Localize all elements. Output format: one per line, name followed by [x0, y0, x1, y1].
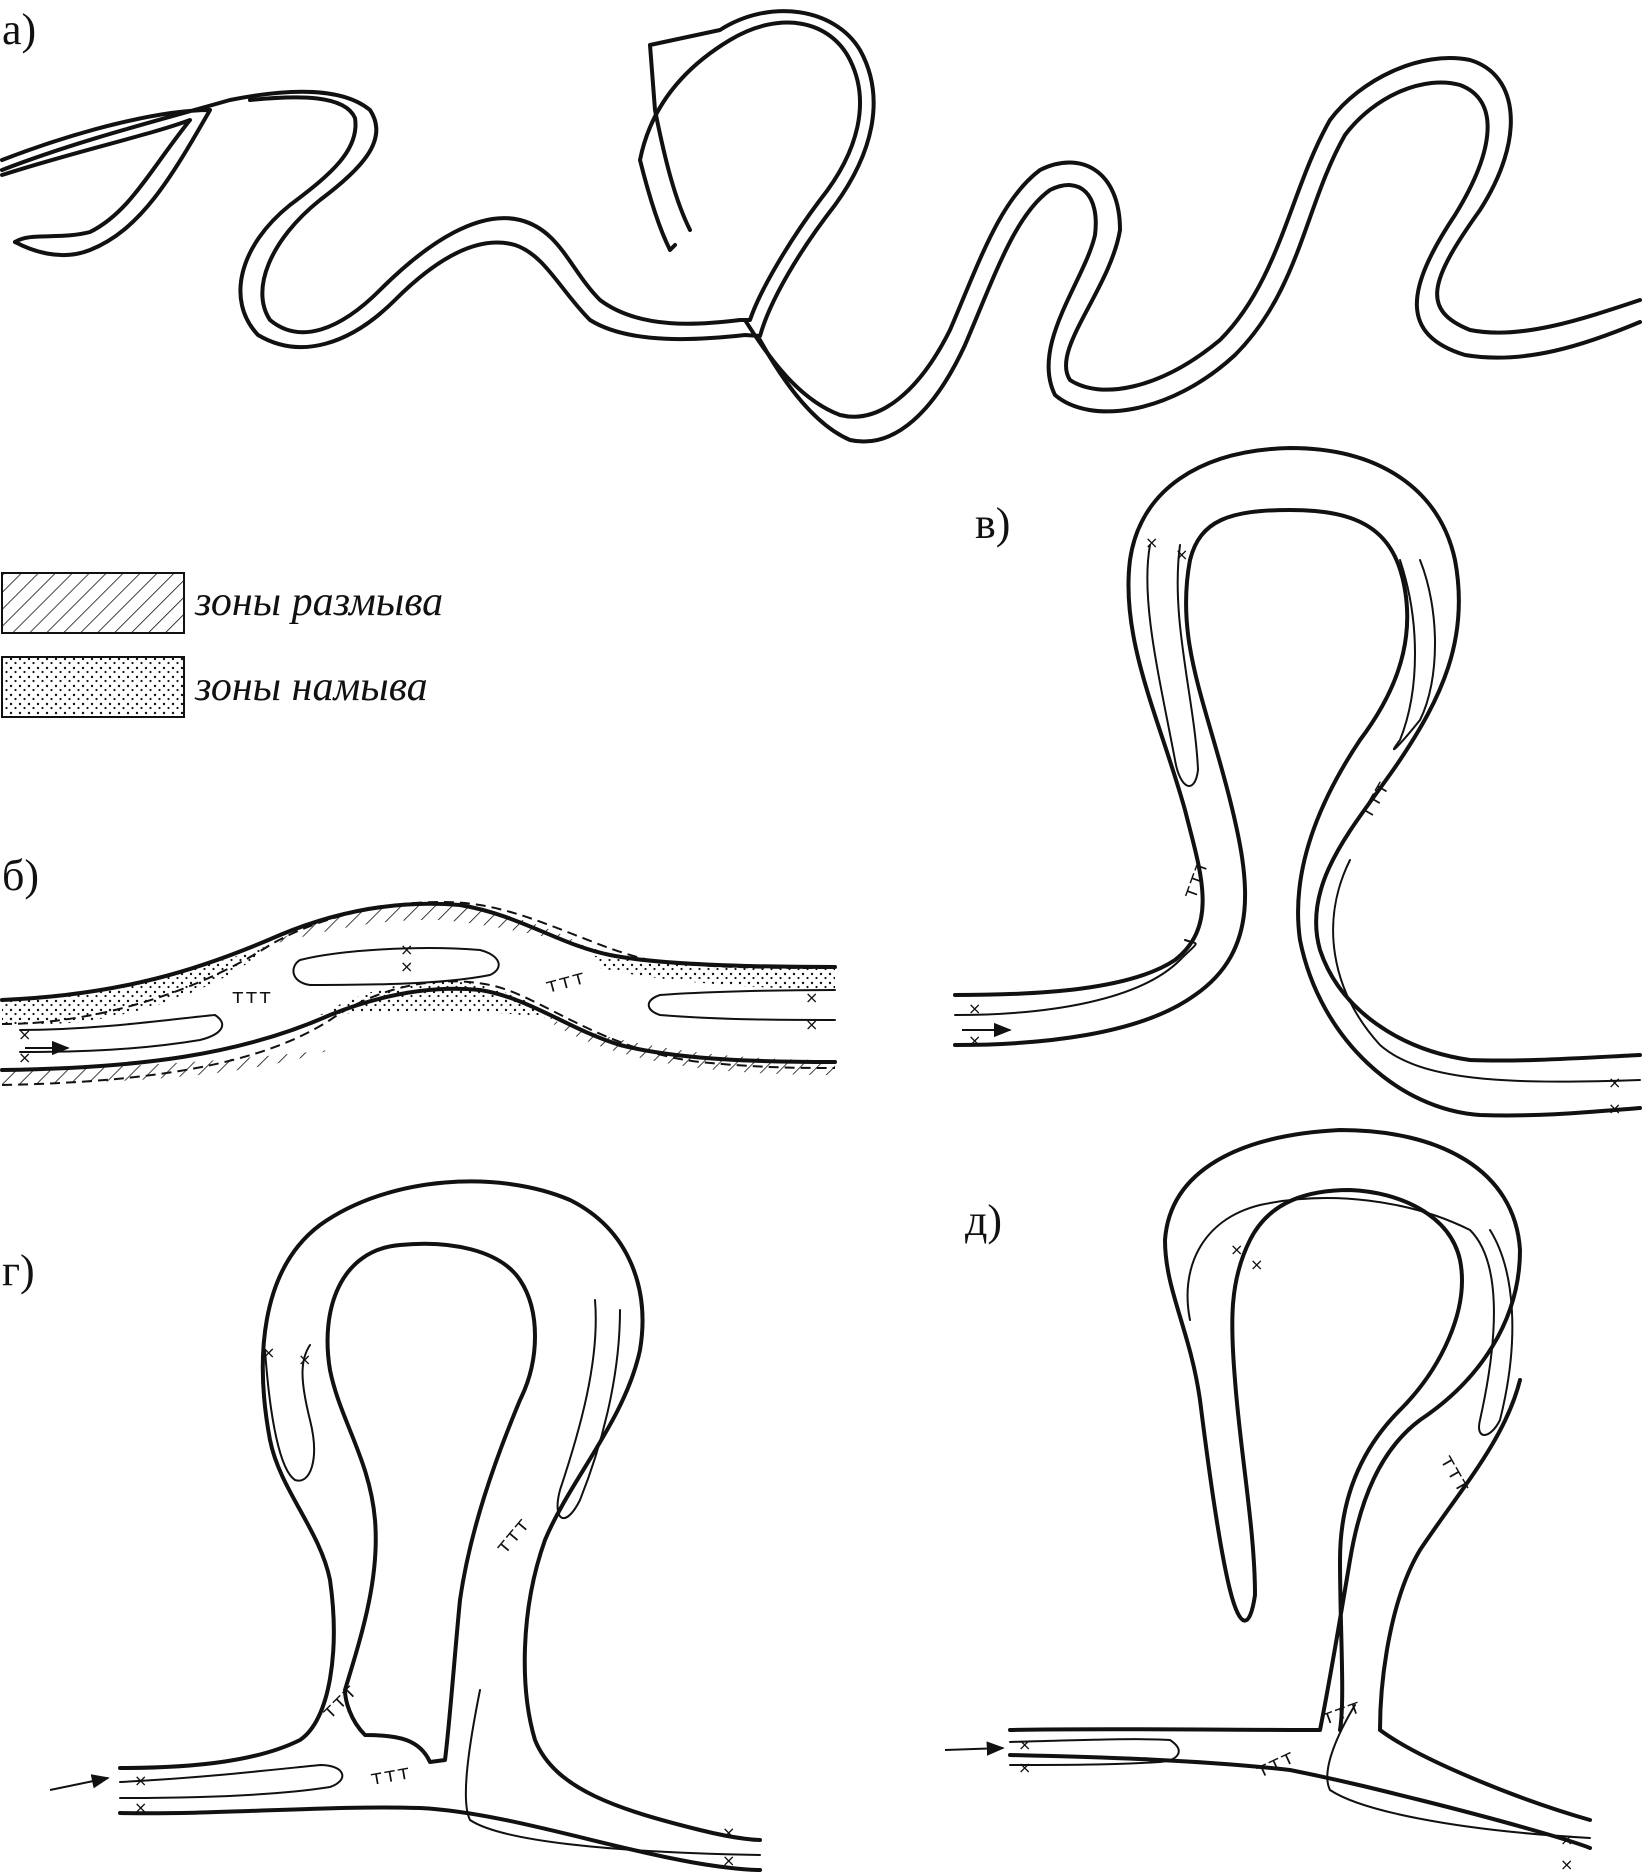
- bank-outer-v: [953, 446, 1642, 1063]
- river-a-bank-outer: [0, 20, 862, 335]
- pool-marker: ×: [1608, 1073, 1621, 1092]
- meander-diagram-d: × × × × × × ттт ттт ттт: [944, 1128, 1592, 1874]
- deposition-zone-middle: [320, 981, 560, 1020]
- bar-lower-right-d: [1326, 1704, 1591, 1839]
- pool-marker: ×: [968, 999, 981, 1018]
- pool-marker: ×: [1145, 533, 1158, 552]
- riffle-marker: ттт: [543, 964, 589, 998]
- pool-marker: ×: [18, 1025, 31, 1044]
- bar-left-g: [264, 1344, 316, 1482]
- legend-label-erosion: зоны размыва: [194, 579, 443, 625]
- pool-marker: ×: [134, 1798, 147, 1817]
- flow-arrow-d: [944, 1741, 1005, 1756]
- pool-marker: ×: [1018, 1735, 1031, 1754]
- deposition-zone-right: [590, 955, 835, 990]
- river-a-bank-inner: [0, 9, 876, 350]
- meander-river-a: [0, 9, 1642, 444]
- pool-marker: ×: [722, 1851, 735, 1870]
- bank-neck-g: [325, 1241, 537, 1764]
- erosion-zone-lower: [2, 1015, 835, 1085]
- pool-marker: ×: [722, 1823, 735, 1842]
- pool-marker: ×: [1560, 1830, 1573, 1849]
- bank-inner-d: [1008, 1753, 1592, 1850]
- bank-outer-d: [1008, 1128, 1522, 1732]
- meander-diagram-g: × × × × × × ттт ттт ттт: [49, 1179, 762, 1872]
- pool-marker: ×: [1560, 1855, 1573, 1874]
- pool-marker: ×: [262, 1343, 275, 1362]
- bank-upper-b: [0, 901, 837, 1002]
- bar-lower-right-v: [1332, 859, 1641, 1083]
- bar-left-v: [1146, 544, 1199, 787]
- riffle-marker: ттт: [1252, 1743, 1299, 1782]
- pool-marker: ×: [805, 1015, 818, 1034]
- legend-swatch-deposition: [1, 656, 185, 718]
- riffle-marker: ттт: [369, 1759, 413, 1790]
- bar-lower-left-g: [119, 1764, 344, 1799]
- riffle-marker: ттт: [1177, 855, 1214, 902]
- legend-label-deposition: зоны намыва: [194, 664, 428, 710]
- river-a-east-outer: [743, 56, 1642, 419]
- bar-lower-left-v: [954, 939, 1197, 1016]
- bar-top-d: [1186, 1197, 1514, 1436]
- panel-label-b: б): [2, 851, 39, 900]
- bar-lower-left-d: [1009, 1738, 1180, 1766]
- pool-marker: ×: [1608, 1099, 1621, 1118]
- pool-marker: ×: [400, 957, 413, 976]
- riffle-marker: ттт: [490, 1511, 535, 1558]
- riffle-marker: ттт: [317, 1678, 363, 1724]
- bar-middle-b: [292, 947, 500, 986]
- pool-marker: ×: [18, 1048, 31, 1067]
- pool-marker: ×: [1175, 545, 1188, 564]
- panel-label-a: а): [2, 5, 36, 54]
- pool-marker: ×: [1230, 1240, 1243, 1259]
- legend: зоны размыва зоны намыва: [1, 572, 443, 718]
- pool-marker: ×: [1018, 1758, 1031, 1777]
- former-bank-lower: [1, 980, 836, 1086]
- bank-outer-g: [118, 1179, 762, 1842]
- pool-marker: ×: [298, 1350, 311, 1369]
- panel-label-d: д): [965, 1196, 1002, 1245]
- bank-inner-v: [953, 508, 1642, 1118]
- legend-swatch-erosion: [1, 572, 185, 634]
- panel-label-v: в): [975, 499, 1010, 548]
- pool-marker: ×: [805, 988, 818, 1007]
- pool-marker: ×: [400, 940, 413, 959]
- flow-arrow-g: [49, 1774, 110, 1791]
- riffle-marker: ттт: [232, 984, 273, 1008]
- riffle-marker: ттт: [1436, 1451, 1477, 1498]
- bar-right-b: [647, 989, 836, 1021]
- bank-inner-g: [118, 1805, 762, 1872]
- bar-right-v: [1393, 559, 1436, 751]
- bar-lower-right-g: [464, 1689, 761, 1856]
- bank-right-d: [1378, 1378, 1592, 1822]
- river-a-east-inner: [758, 80, 1642, 444]
- erosion-zone-upper: [270, 901, 600, 955]
- bank-lower-b: [0, 986, 837, 1072]
- channel-diagram-b: × × × × × × ттт ттт: [0, 900, 837, 1086]
- pool-marker: ×: [134, 1771, 147, 1790]
- panel-label-g: г): [2, 1246, 35, 1295]
- meander-diagram-v: × × × × × × ттт ттт: [953, 446, 1642, 1118]
- pool-marker: ×: [1250, 1255, 1263, 1274]
- pool-marker: ×: [968, 1031, 981, 1050]
- bar-left-b: [19, 1014, 224, 1053]
- bar-right-g: [556, 1299, 621, 1520]
